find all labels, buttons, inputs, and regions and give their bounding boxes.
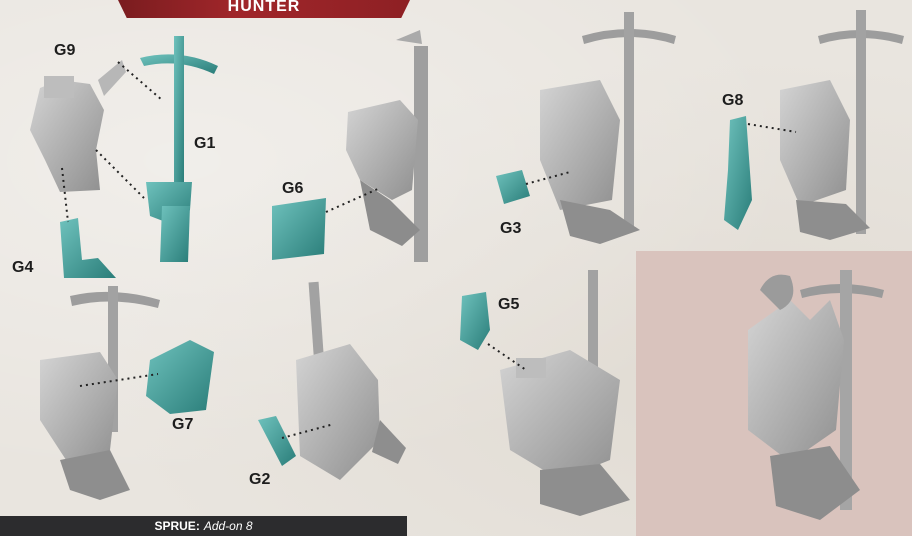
label-g7: G7 [172, 416, 193, 434]
label-g8: G8 [722, 92, 743, 110]
label-g5: G5 [498, 296, 519, 314]
label-g4: G4 [12, 259, 33, 277]
label-g3: G3 [500, 220, 521, 238]
title-banner: HUNTER [118, 0, 410, 18]
step6-teal-quiver [258, 416, 296, 466]
step2-teal-cloak [272, 198, 326, 260]
sprue-label: SPRUE: [154, 519, 199, 533]
step1-model [30, 60, 126, 192]
step4-model [780, 10, 904, 240]
page-title: HUNTER [228, 0, 301, 16]
step6-model [296, 282, 406, 480]
label-g2: G2 [249, 471, 270, 489]
step5-model [40, 286, 160, 500]
step5-teal-cloak [146, 340, 214, 414]
finished-model [748, 270, 884, 520]
sprue-footer: SPRUE: Add-on 8 [0, 516, 407, 536]
step2-model [346, 30, 428, 262]
label-g6: G6 [282, 180, 303, 198]
step3-model [540, 12, 676, 244]
step7-model [500, 270, 630, 516]
step4-teal-arm [724, 116, 752, 230]
step7-teal-head [460, 292, 490, 350]
sprue-value: Add-on 8 [204, 519, 253, 533]
label-g9: G9 [54, 42, 75, 60]
label-g1: G1 [194, 135, 215, 153]
step3-teal-part [496, 170, 530, 204]
